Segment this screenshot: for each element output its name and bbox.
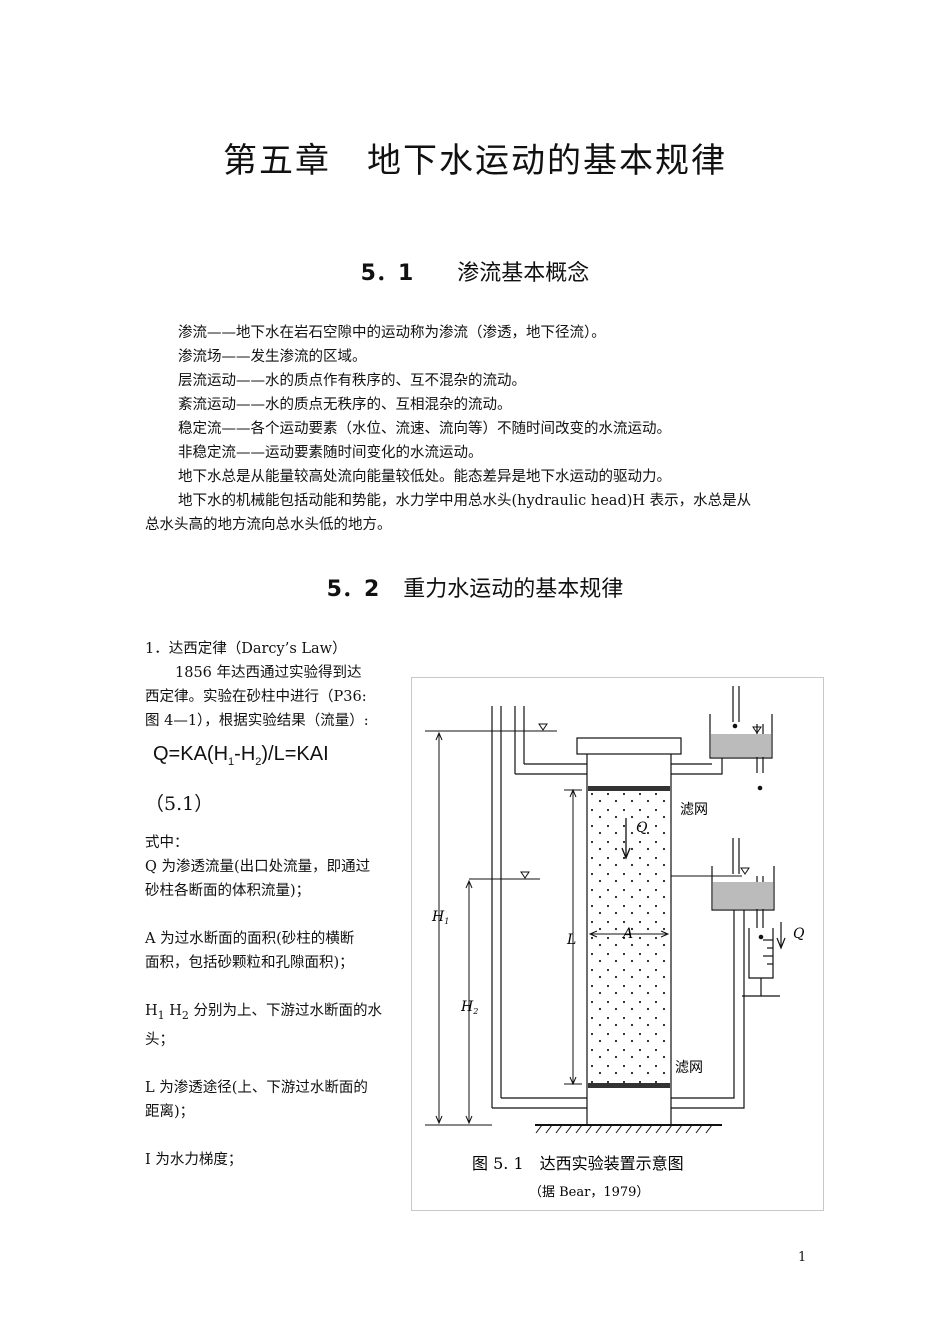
section-heading-5-1: 5．1 渗流基本概念 xyxy=(0,255,950,287)
definition-steady: 稳定流——各个运动要素（水位、流速、流向等）不随时间改变的水流运动。 xyxy=(178,421,671,437)
section-number: 5．2 xyxy=(326,577,380,602)
q-definition-2: 砂柱各断面的体积流量)； xyxy=(145,883,311,899)
darcy-intro-3: 图 4—1），根据实验结果（流量）: xyxy=(145,713,369,729)
h2-dimension xyxy=(465,879,473,1125)
hydraulic-head-line2: 总水头高的地方流向总水头低的地方。 xyxy=(145,517,392,533)
energy-statement: 地下水总是从能量较高处流向能量较低处。能态差异是地下水运动的驱动力。 xyxy=(178,469,671,485)
figure-caption: 图 5. 1 达西实验装置示意图 xyxy=(472,1154,684,1173)
definition-unsteady: 非稳定流——运动要素随时间变化的水流运动。 xyxy=(178,445,483,461)
a-definition-2: 面积，包括砂颗粒和孔隙面积)； xyxy=(145,955,354,971)
definition-seepage: 渗流——地下水在岩石空隙中的运动称为渗流（渗透，地下径流）。 xyxy=(178,325,606,341)
darcy-intro-2: 西定律。实验在砂柱中进行（P36: xyxy=(145,689,367,705)
darcy-apparatus-figure: 滤网 滤网 Q Q H1 H2 L A 图 5. 1 达西实验装置示意图 （据 … xyxy=(411,677,824,1211)
equation-number: （5.1） xyxy=(145,793,214,815)
figure-source: （据 Bear，1979） xyxy=(529,1185,649,1200)
area-marker xyxy=(588,930,670,938)
screen-top-label: 滤网 xyxy=(680,802,708,818)
where-label: 式中： xyxy=(145,835,189,851)
flow-arrow xyxy=(621,818,631,860)
outflow-arrow xyxy=(776,922,786,950)
lower-reservoir-water xyxy=(713,882,773,909)
screen-bottom xyxy=(588,1083,670,1088)
q-in-label: Q xyxy=(636,820,648,836)
definition-laminar: 层流运动——水的质点作有秩序的、互不混杂的流动。 xyxy=(178,373,526,389)
l-definition-1: L 为渗透途径(上、下游过水断面的 xyxy=(145,1079,368,1096)
h-definition-2: 头； xyxy=(145,1031,174,1048)
darcy-law-text: 1．达西定律（Darcy’s Law） 1856 年达西通过实验得到达 西定律。… xyxy=(145,637,403,1172)
darcy-apparatus-diagram: 滤网 滤网 Q Q H1 H2 L A 图 5. 1 达西实验装置示意图 （据 … xyxy=(425,686,805,1200)
upper-reservoir-water xyxy=(711,734,771,757)
definition-turbulent: 紊流运动——水的质点无秩序的、互相混杂的流动。 xyxy=(178,397,512,413)
measuring-cylinder xyxy=(742,928,780,997)
section-title: 重力水运动的基本规律 xyxy=(403,577,624,602)
section-heading-5-2: 5．2 重力水运动的基本规律 xyxy=(0,571,950,603)
section-number: 5．1 xyxy=(360,261,414,286)
hydraulic-head-line1: 地下水的机械能包括动能和势能，水力学中用总水头(hydraulic head)H… xyxy=(178,493,752,509)
definition-seepage-field: 渗流场——发生渗流的区域。 xyxy=(178,349,367,365)
i-definition: I 为水力梯度； xyxy=(145,1151,243,1168)
screen-bottom-label: 滤网 xyxy=(675,1060,703,1076)
section-title: 渗流基本概念 xyxy=(457,261,590,286)
darcy-intro-1: 1856 年达西通过实验得到达 xyxy=(175,665,362,681)
h1-dimension xyxy=(435,731,443,1125)
screen-top xyxy=(588,786,670,791)
h2-label: H2 xyxy=(460,999,478,1016)
darcy-formula: Q=KA(H1-H2)/L=KAI xyxy=(153,743,329,768)
h-definition-1: H1 H2 分别为上、下游过水断面的水 xyxy=(145,1003,383,1022)
chapter-title: 第五章 地下水运动的基本规律 xyxy=(223,141,727,181)
column-top-flange xyxy=(576,737,682,755)
page-number: 1 xyxy=(798,1250,807,1265)
q-out-label: Q xyxy=(793,926,805,942)
l-definition-2: 距离)； xyxy=(145,1103,195,1120)
l-dimension xyxy=(564,788,582,1086)
definitions-block: 渗流——地下水在岩石空隙中的运动称为渗流（渗透，地下径流）。 渗流场——发生渗流… xyxy=(145,321,810,537)
a-label: A xyxy=(621,926,633,942)
h1-label: H1 xyxy=(431,909,449,926)
a-definition-1: A 为过水断面的面积(砂柱的横断 xyxy=(145,931,355,947)
manometer-tubes xyxy=(491,706,587,1109)
q-definition-1: Q 为渗透流量(出口处流量，即通过 xyxy=(145,859,371,875)
l-label: L xyxy=(566,932,576,948)
sand-column xyxy=(588,788,670,1086)
upper-reservoir xyxy=(671,686,773,775)
darcy-heading: 1．达西定律（Darcy’s Law） xyxy=(145,641,347,657)
